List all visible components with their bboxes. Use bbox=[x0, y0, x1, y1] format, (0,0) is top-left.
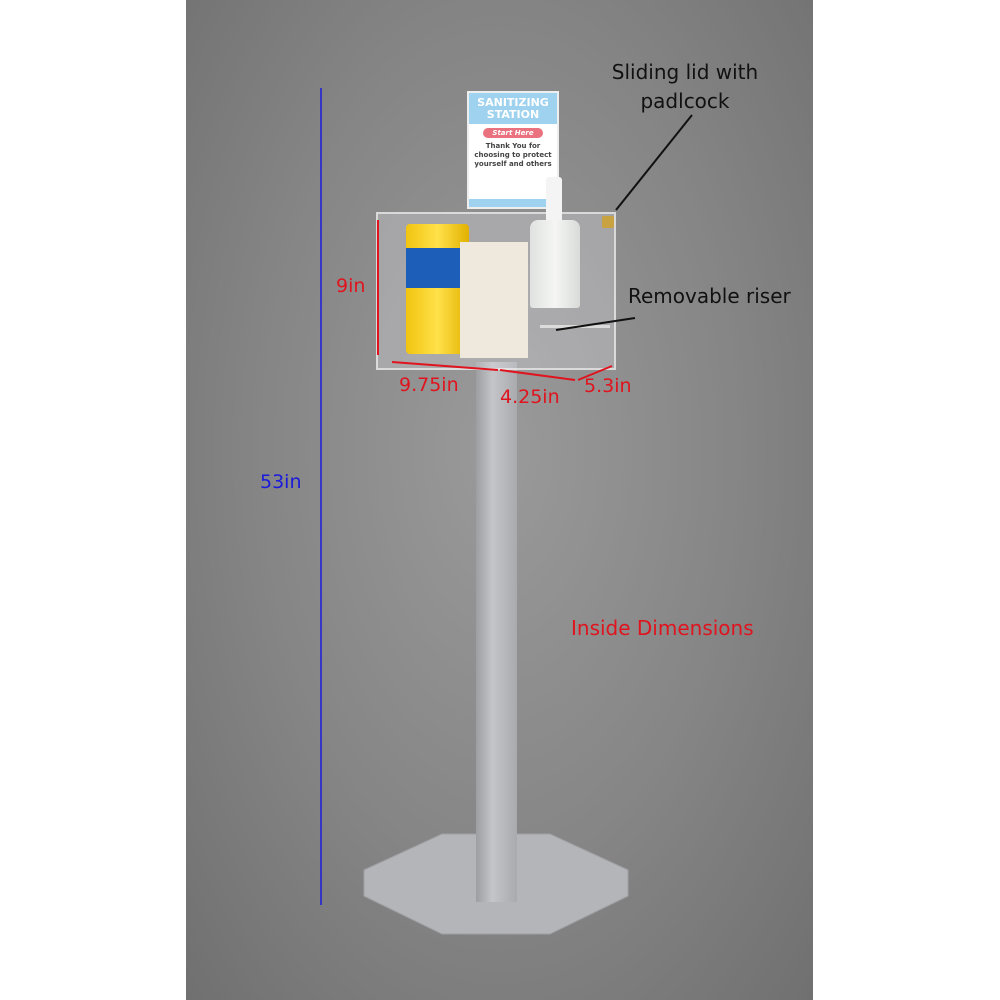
riser-callout-line bbox=[555, 317, 636, 331]
depth-line bbox=[577, 365, 613, 381]
sanitizer-bottle bbox=[530, 220, 580, 308]
total-height-label: 53in bbox=[260, 471, 302, 493]
width-left-label: 9.75in bbox=[399, 374, 459, 396]
disinfecting-wipes-canister bbox=[406, 224, 469, 354]
width-left-line bbox=[391, 361, 499, 371]
sanitizing-station-sign: SANITIZING STATION Start Here Thank You … bbox=[467, 91, 559, 209]
padlock-icon bbox=[602, 216, 614, 228]
stand-pole bbox=[476, 362, 517, 902]
pump-head bbox=[546, 177, 562, 222]
depth-label: 5.3in bbox=[584, 375, 632, 397]
glove-box bbox=[460, 242, 528, 358]
sliding-lid-annotation: Sliding lid with padlcock bbox=[611, 60, 759, 113]
sign-title: SANITIZING STATION bbox=[469, 93, 557, 124]
width-right-label: 4.25in bbox=[500, 386, 560, 408]
inside-dimensions-note: Inside Dimensions bbox=[571, 616, 754, 640]
box-height-label: 9in bbox=[336, 275, 366, 297]
width-right-line bbox=[499, 369, 576, 381]
sign-start-here: Start Here bbox=[483, 128, 543, 138]
removable-riser-annotation: Removable riser bbox=[628, 284, 791, 308]
sign-message: Thank You for choosing to protect yourse… bbox=[474, 142, 552, 168]
lid-callout-line bbox=[615, 114, 693, 211]
